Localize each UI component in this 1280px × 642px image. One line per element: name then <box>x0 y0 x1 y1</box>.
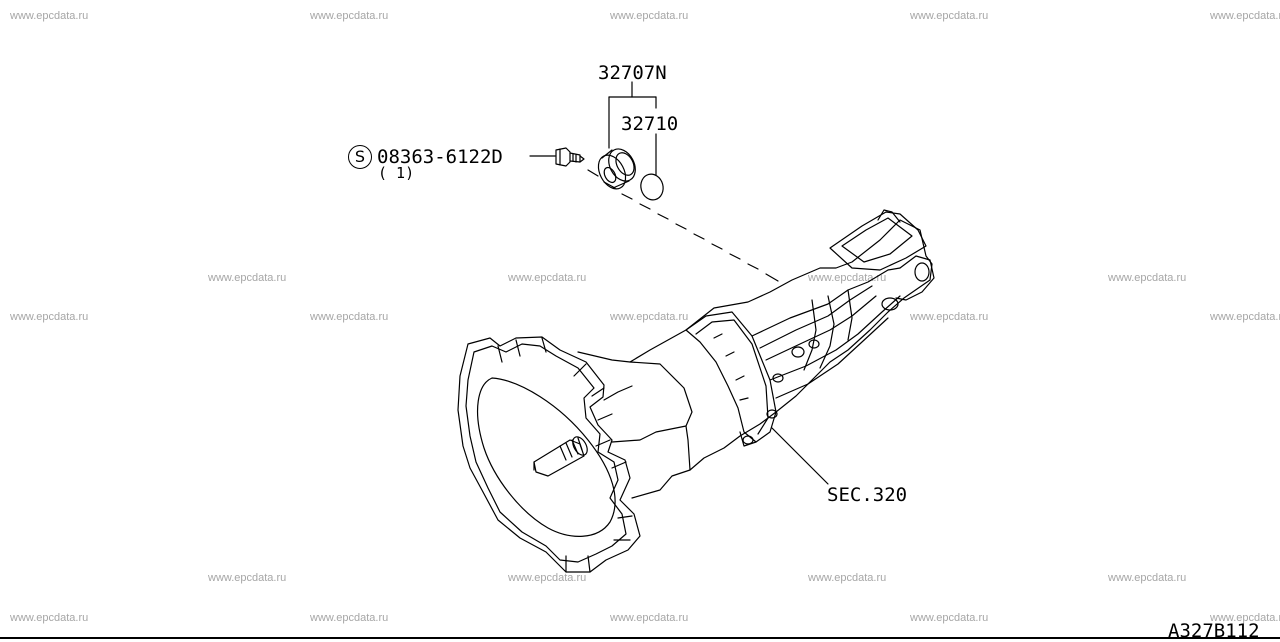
watermark-text: www.epcdata.ru <box>610 10 689 22</box>
watermark-text: www.epcdata.ru <box>310 311 389 323</box>
watermark-text: www.epcdata.ru <box>1210 10 1280 22</box>
plug-32710 <box>640 173 664 201</box>
watermark-text: www.epcdata.ru <box>508 572 587 584</box>
bottom-border <box>0 637 1280 639</box>
watermark-text: www.epcdata.ru <box>508 272 587 284</box>
label-32707N: 32707N <box>598 62 667 84</box>
transmission-housing <box>457 209 935 573</box>
sleeve-assembly <box>597 148 636 190</box>
leader-32707N <box>608 81 657 176</box>
watermark-text: www.epcdata.ru <box>610 612 689 624</box>
watermark-text: www.epcdata.ru <box>1108 272 1187 284</box>
label-bolt-qty: ( 1) <box>378 164 415 182</box>
diagram-code: A327B112 <box>1168 620 1260 642</box>
watermark-text: www.epcdata.ru <box>310 612 389 624</box>
watermark-text: www.epcdata.ru <box>208 572 287 584</box>
label-sec320: SEC.320 <box>827 484 908 506</box>
watermark-text: www.epcdata.ru <box>808 272 887 284</box>
label-bolt-part: 08363-6122D <box>377 146 503 168</box>
watermark-text: www.epcdata.ru <box>1210 612 1280 624</box>
watermark-text: www.epcdata.ru <box>910 10 989 22</box>
standard-part-symbol: S <box>348 145 372 169</box>
watermark-text: www.epcdata.ru <box>808 572 887 584</box>
assembly-dashed-line <box>587 169 779 282</box>
watermark-text: www.epcdata.ru <box>208 272 287 284</box>
watermark-text: www.epcdata.ru <box>1210 311 1280 323</box>
watermark-text: www.epcdata.ru <box>10 311 89 323</box>
watermark-text: www.epcdata.ru <box>910 612 989 624</box>
leader-sec320 <box>771 427 829 485</box>
bolt-part <box>555 147 585 167</box>
watermark-text: www.epcdata.ru <box>10 10 89 22</box>
label-32710: 32710 <box>621 113 679 135</box>
watermark-text: www.epcdata.ru <box>910 311 989 323</box>
watermark-text: www.epcdata.ru <box>610 311 689 323</box>
watermark-text: www.epcdata.ru <box>310 10 389 22</box>
watermark-text: www.epcdata.ru <box>10 612 89 624</box>
watermark-text: www.epcdata.ru <box>1108 572 1187 584</box>
